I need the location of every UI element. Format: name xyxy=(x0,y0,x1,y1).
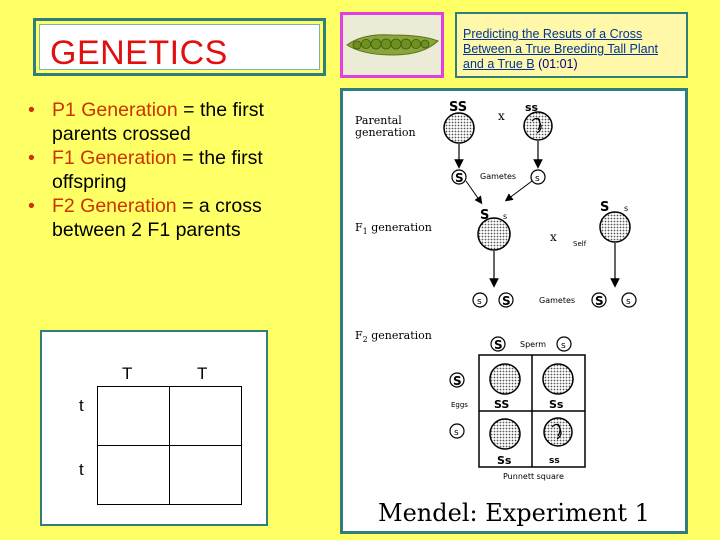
punnett-side-allele-1: t xyxy=(79,396,84,416)
eggs-label: Eggs xyxy=(451,401,468,409)
f1-genotype-s: s xyxy=(624,204,628,213)
gamete-s-label: s xyxy=(535,174,540,184)
f2-label: F2 generation xyxy=(355,329,432,344)
egg-S-label: S xyxy=(453,374,462,388)
gamete-S-label: S xyxy=(595,294,604,308)
gametes-label: Gametes xyxy=(539,296,575,305)
egg-s-label: s xyxy=(454,428,459,438)
arrow xyxy=(466,181,480,201)
f1-round-pea xyxy=(600,212,630,242)
arrow xyxy=(508,181,532,199)
round-pea xyxy=(490,364,520,394)
gamete-S-label: S xyxy=(502,294,511,308)
f1-round-pea xyxy=(478,218,510,250)
title-panel: GENETICS xyxy=(39,24,320,70)
slide-title: GENETICS xyxy=(50,34,228,73)
diagram-caption: Mendel: Experiment 1 xyxy=(343,499,685,527)
round-pea xyxy=(444,113,474,143)
self-label: Self xyxy=(573,240,587,248)
sperm-label: Sperm xyxy=(520,340,546,349)
cell-SS: SS xyxy=(494,398,509,411)
gamete-s-label: s xyxy=(626,297,631,307)
punnett-top-allele-2: T xyxy=(197,364,207,384)
gametes-label: Gametes xyxy=(480,172,516,181)
punnett-cell[interactable] xyxy=(97,386,170,446)
bullet-p1: •P1 Generation = the first parents cross… xyxy=(26,98,326,146)
cell-Ss: Ss xyxy=(497,454,512,467)
bullet-f2: •F2 Generation = a cross between 2 F1 pa… xyxy=(26,194,326,242)
self-cross-symbol: x xyxy=(550,230,557,244)
generation-label: generation xyxy=(355,126,416,139)
cell-Ss: Ss xyxy=(549,398,564,411)
definition-list: •P1 Generation = the first parents cross… xyxy=(26,98,326,242)
punnett-cell[interactable] xyxy=(97,445,170,505)
title-box: GENETICS xyxy=(33,18,326,76)
mendel-diagram-svg: Parental generation F1 generation F2 gen… xyxy=(343,91,685,531)
punnett-square-label: Punnett square xyxy=(503,472,564,481)
video-duration: (01:01) xyxy=(538,57,578,71)
video-link-box: Predicting the Resuts of a Cross Between… xyxy=(455,12,688,78)
cross-symbol: x xyxy=(498,109,505,123)
f1-genotype-s: s xyxy=(503,212,507,221)
punnett-cell[interactable] xyxy=(169,386,242,446)
pea-pod-icon xyxy=(343,15,441,75)
blank-punnett-square: T T t t xyxy=(40,330,268,526)
mendel-diagram: Parental generation F1 generation F2 gen… xyxy=(340,88,688,534)
cell-ss: ss xyxy=(549,456,560,466)
sperm-s-label: s xyxy=(561,341,566,351)
gamete-s-label: s xyxy=(477,297,482,307)
wrinkled-pea xyxy=(544,418,572,446)
punnett-cell[interactable] xyxy=(169,445,242,505)
f1-label: F1 generation xyxy=(355,221,432,236)
f1-genotype-S: S xyxy=(600,200,609,215)
bullet-f1: •F1 Generation = the first offspring xyxy=(26,146,326,194)
sperm-S-label: S xyxy=(494,338,503,352)
round-pea xyxy=(490,419,520,449)
pea-pod-image[interactable] xyxy=(340,12,444,78)
punnett-top-allele-1: T xyxy=(122,364,132,384)
punnett-side-allele-2: t xyxy=(79,460,84,480)
wrinkled-pea xyxy=(524,112,552,140)
round-pea xyxy=(543,364,573,394)
gamete-S-label: S xyxy=(455,171,464,185)
